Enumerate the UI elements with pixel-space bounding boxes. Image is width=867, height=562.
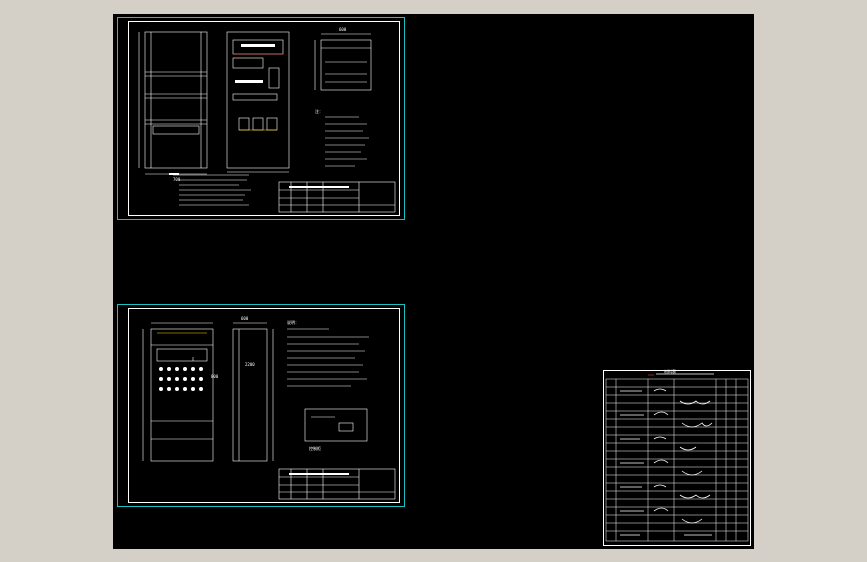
drawing-frame-2: 600 800 2200 说明： 控制柜 [128, 308, 400, 503]
material-schedule-sheet[interactable]: 材料表 [603, 370, 751, 546]
detail-label: 控制柜 [309, 446, 321, 451]
dimension-label: 2200 [245, 362, 255, 367]
material-schedule-table [605, 373, 749, 542]
dimension-label: 800 [211, 374, 219, 379]
dimension-label: 600 [241, 316, 249, 321]
drawing-sheet-1[interactable]: 700 600 注： [117, 17, 405, 220]
dimension-label: 600 [339, 27, 347, 32]
drawing-sheet-2[interactable]: 600 800 2200 说明： 控制柜 [117, 304, 405, 507]
cad-model-space[interactable]: 700 600 注： [113, 14, 754, 549]
cabinet-drawing-1 [138, 31, 396, 213]
schedule-title: 材料表 [664, 369, 676, 374]
cabinet-drawing-2 [142, 322, 396, 500]
notes-title: 说明： [287, 320, 299, 325]
notes-title: 注： [315, 109, 323, 114]
drawing-frame-1: 700 600 注： [128, 21, 400, 216]
dimension-label: 700 [173, 177, 181, 182]
